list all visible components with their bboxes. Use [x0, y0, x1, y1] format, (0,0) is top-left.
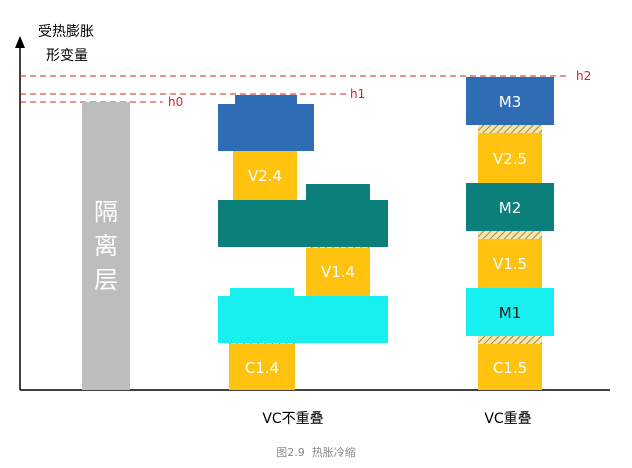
- left-via-v24: [233, 151, 297, 200]
- level-h0-label: h0: [168, 95, 183, 109]
- figure-caption: 图2.9 热胀冷缩: [276, 446, 356, 459]
- right-via-v25-hatch: [478, 125, 542, 133]
- right-metal2: [466, 183, 554, 231]
- right-via-v15-hatch: [478, 231, 542, 239]
- category-label-right: VC重叠: [484, 411, 531, 427]
- isolation-layer-char-3: 层: [94, 266, 118, 294]
- left-via-v14: [306, 247, 370, 296]
- right-metal2-label: M2: [499, 199, 522, 217]
- right-metal3: [466, 77, 554, 125]
- isolation-layer-char-1: 隔: [94, 198, 118, 226]
- right-via-v15-label: V1.5: [493, 255, 527, 273]
- right-via-v25-label: V2.5: [493, 150, 527, 168]
- left-via-v14-label: V1.4: [321, 263, 355, 281]
- right-via-c15-hatch: [478, 336, 542, 344]
- right-via-v25: [478, 133, 542, 183]
- right-metal1-label: M1: [499, 304, 522, 322]
- category-label-left: VC不重叠: [262, 411, 323, 427]
- right-via-v15: [478, 238, 542, 288]
- right-metal1: [466, 288, 554, 336]
- y-axis-label-line2: 形变量: [46, 48, 88, 64]
- left-metal2: [218, 184, 388, 247]
- level-h1-label: h1: [350, 87, 365, 101]
- right-metal3-label: M3: [499, 93, 522, 111]
- isolation-layer: [82, 102, 130, 390]
- y-axis-label-line1: 受热膨胀: [38, 23, 94, 40]
- arrow-up-icon: [15, 36, 25, 48]
- right-via-c15: [478, 343, 542, 390]
- left-via-c14: [229, 343, 295, 390]
- left-via-c14-label: C1.4: [245, 359, 279, 377]
- isolation-layer-char-2: 离: [94, 232, 118, 260]
- right-via-c15-label: C1.5: [493, 359, 527, 377]
- level-h2-label: h2: [576, 69, 591, 83]
- left-metal1: [218, 288, 388, 343]
- left-metal3: [218, 95, 314, 151]
- left-via-v24-label: V2.4: [248, 167, 282, 185]
